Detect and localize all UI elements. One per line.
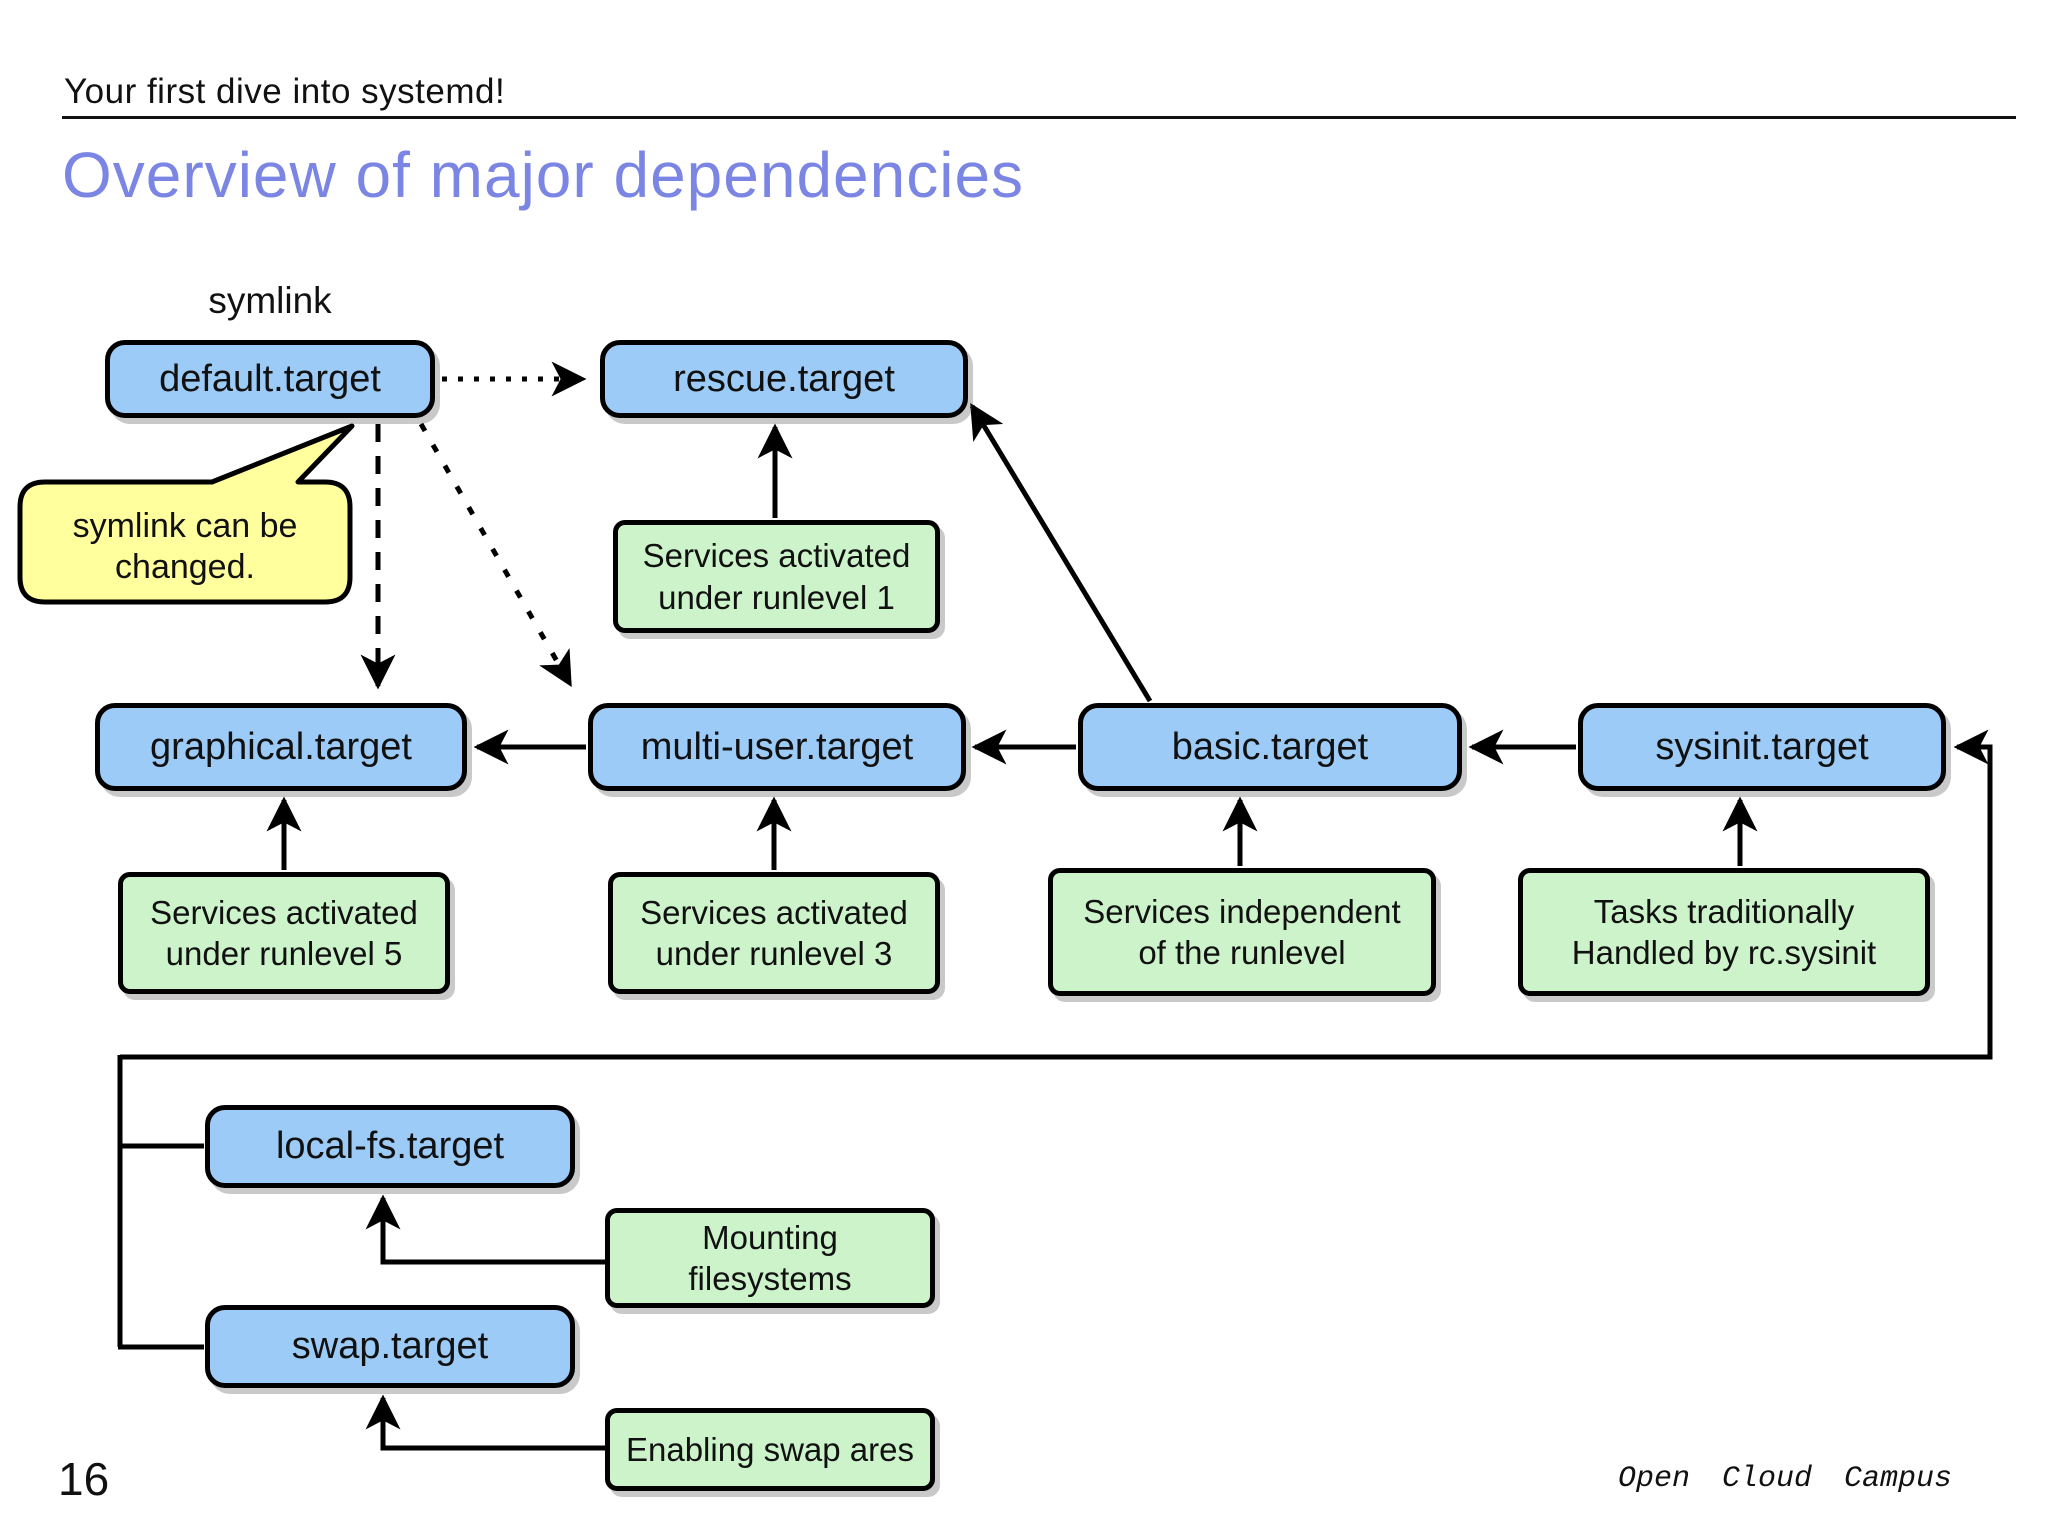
arrow-default-to-multiuser bbox=[418, 422, 573, 688]
note-mounting-filesystems: Mounting filesystems bbox=[605, 1208, 935, 1308]
arrow-swapareas-to-swap bbox=[365, 1394, 605, 1451]
node-rescue-target: rescue.target bbox=[600, 340, 968, 418]
node-basic-target: basic.target bbox=[1078, 703, 1462, 791]
arrow-basic-to-rescue bbox=[969, 403, 1153, 703]
note-runlevel3: Services activated under runlevel 3 bbox=[608, 872, 940, 994]
node-sysinit-target: sysinit.target bbox=[1578, 703, 1946, 791]
node-multi-user-target: multi-user.target bbox=[588, 703, 966, 791]
callout-bubble-shape bbox=[17, 423, 355, 605]
arrow-mounting-to-localfs bbox=[365, 1194, 605, 1265]
slide-header-text: Your first dive into systemd! bbox=[64, 72, 506, 111]
footer-brand: Open Cloud Campus bbox=[1617, 1462, 1952, 1496]
node-default-target: default.target bbox=[105, 340, 435, 418]
note-runlevel5: Services activated under runlevel 5 bbox=[118, 872, 450, 994]
note-rc-sysinit: Tasks traditionally Handled by rc.sysini… bbox=[1518, 868, 1930, 996]
page-number: 16 bbox=[58, 1453, 110, 1505]
node-local-fs-target: local-fs.target bbox=[205, 1105, 575, 1188]
callout-text: symlink can be changed. bbox=[72, 507, 298, 586]
node-swap-target: swap.target bbox=[205, 1305, 575, 1388]
node-graphical-target: graphical.target bbox=[95, 703, 467, 791]
note-runlevel-independent: Services independent of the runlevel bbox=[1048, 868, 1436, 996]
page-title: Overview of major dependencies bbox=[62, 139, 1025, 211]
symlink-label: symlink bbox=[208, 280, 332, 321]
header-divider bbox=[62, 116, 2016, 119]
arrow-loop-to-sysinit bbox=[120, 729, 1993, 1060]
note-enabling-swap: Enabling swap ares bbox=[605, 1408, 935, 1491]
note-runlevel1: Services activated under runlevel 1 bbox=[613, 520, 940, 633]
